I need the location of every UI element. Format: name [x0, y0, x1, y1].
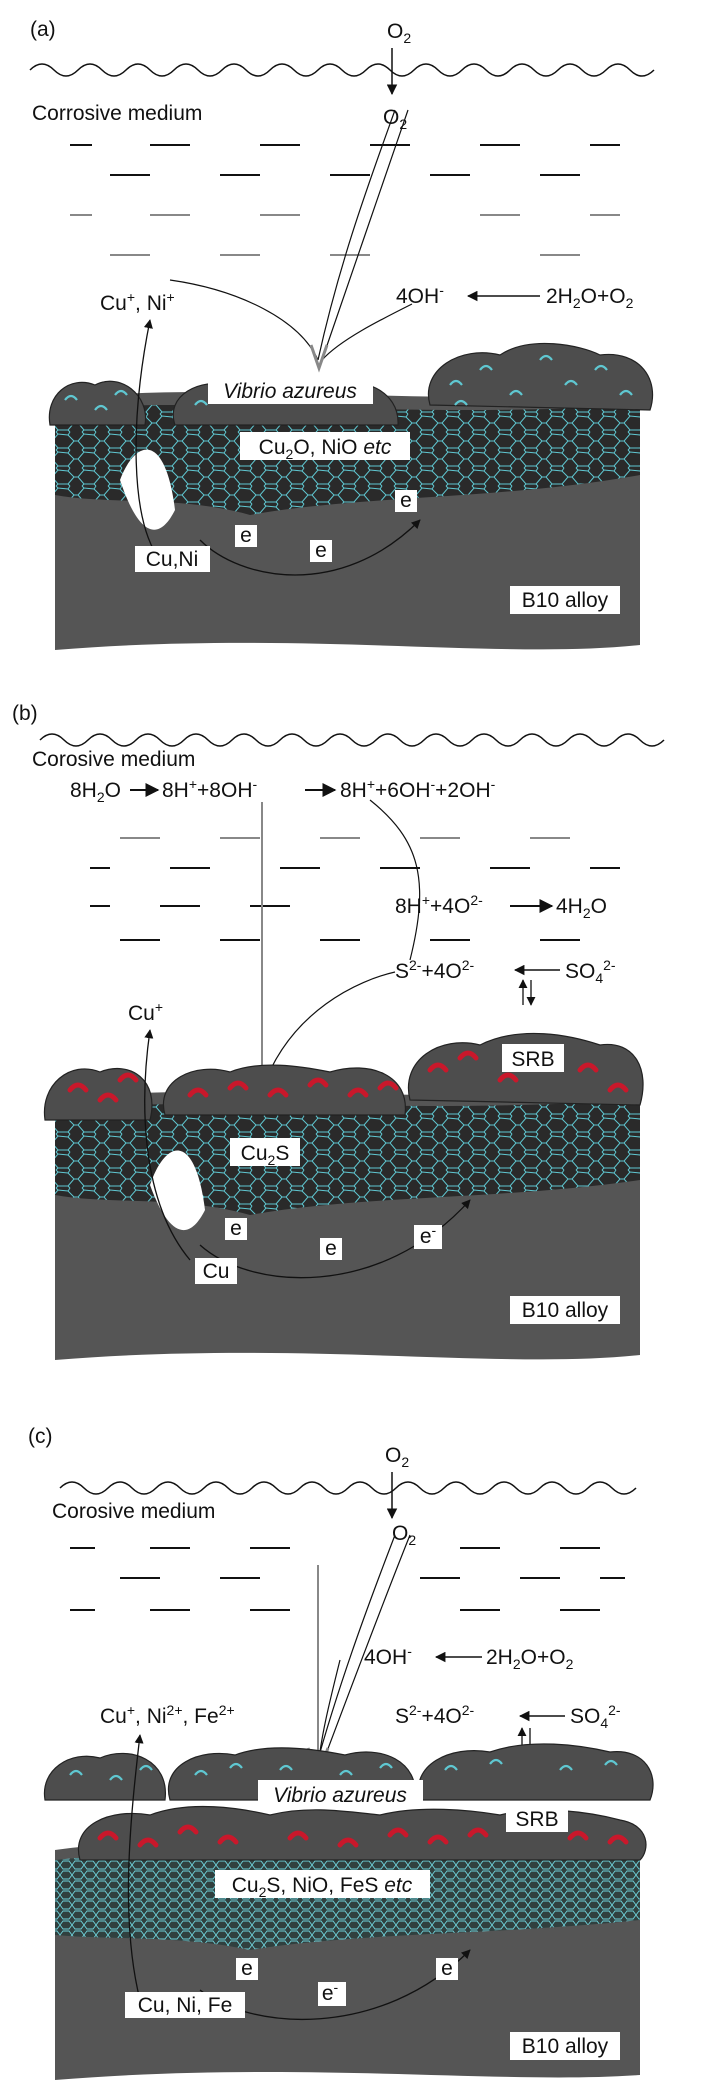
panel-a-ion-arrow — [135, 319, 161, 561]
panel-a-bacterium: Vibrio azureus — [223, 380, 357, 403]
panel-a-o2-curve-1 — [317, 109, 396, 361]
panel-a-e2: e — [315, 539, 327, 562]
panel-a: (a) Corrosive medium O2 O2 4OH- 2H2O+O2 … — [29, 18, 655, 650]
panel-c-metal-ions: Cu+, Ni2+, Fe2+ — [100, 1702, 235, 1728]
panel-b-eq2-left: 8H++4O2- — [395, 892, 483, 918]
panel-a-down-arrow — [309, 344, 329, 373]
panel-a-cathodic-reactant: 2H2O+O2 — [546, 285, 634, 311]
panel-c-o2-mid: O2 — [392, 1522, 416, 1548]
panel-c-label: (c) — [28, 1425, 53, 1448]
panel-c-medium-label: Corosive medium — [52, 1500, 215, 1523]
panel-c-product-layer — [55, 1850, 640, 1950]
panel-b-e1: e — [230, 1217, 242, 1240]
panel-b-label: (b) — [12, 702, 38, 725]
panel-a-bacterium-box — [208, 376, 373, 404]
panel-b-e2: e — [325, 1237, 337, 1260]
panel-a-medium-label: Corrosive medium — [32, 102, 202, 125]
panel-b-alloy-label: B10 alloy — [522, 1299, 609, 1322]
panel-c-bacterium-1-box — [258, 1780, 423, 1808]
panel-a-medium-surface — [29, 63, 655, 77]
panel-a-oxide-label: Cu2O, NiO etc — [259, 436, 392, 462]
panel-c-bacteria-red — [97, 1824, 629, 1848]
panel-b-ion-arrow — [144, 1029, 191, 1261]
panel-b-srb-box — [502, 1044, 564, 1072]
panel-c-e3: e — [441, 1957, 453, 1980]
panel-c-e1: e — [241, 1957, 253, 1980]
panel-c-bacterium-1: Vibrio azureus — [273, 1784, 407, 1807]
panel-a-metal-ions: Cu+, Ni+ — [100, 289, 175, 315]
panel-b-oh-curve — [369, 799, 421, 961]
panel-c-o2-curve-1 — [314, 1534, 396, 1771]
panel-b-metal-ion: Cu+ — [128, 999, 163, 1025]
panel-c-cathodic-reactant: 2H2O+O2 — [486, 1646, 574, 1672]
panel-c-water-dashes — [70, 1547, 625, 1611]
panel-a-o2-curve-2 — [321, 109, 409, 361]
panel-c-o2-curve-2 — [319, 1534, 411, 1771]
panel-b-bacterium: SRB — [511, 1048, 554, 1071]
panel-a-alloy-label: B10 alloy — [522, 589, 609, 612]
panel-b-sulfide-product: S2-+4O2- — [395, 957, 475, 983]
panel-c-bacteria-cyan — [69, 1758, 618, 1781]
panel-c-sulfide-product: S2-+4O2- — [395, 1702, 475, 1728]
panel-b-product-layer — [55, 1100, 640, 1215]
panel-c-cathodic-product: 4OH- — [364, 1643, 412, 1669]
panel-b-medium-surface — [39, 733, 665, 747]
panel-a-flow-curve — [169, 279, 319, 361]
panel-a-oxide-box — [240, 432, 410, 460]
panel-b-eq1-left: 8H2O — [70, 779, 121, 805]
panel-a-metals: Cu,Ni — [146, 548, 199, 571]
panel-c-bacterium-2-box — [506, 1804, 568, 1832]
panel-a-o2-top: O2 — [387, 20, 411, 46]
panel-b-eq1-mid: 8H++8OH- — [162, 776, 258, 802]
panel-b-pit — [150, 1150, 205, 1231]
panel-c-metals: Cu, Ni, Fe — [138, 1994, 233, 2017]
panel-b-product: Cu2S — [241, 1142, 290, 1168]
panel-c-bacterium-2: SRB — [515, 1808, 558, 1831]
panel-a-oh-curve — [321, 303, 413, 361]
panel-c-medium-surface — [59, 1481, 637, 1495]
panel-a-pit — [120, 449, 175, 530]
panel-b-eq2-right: 4H2O — [556, 895, 607, 921]
panel-a-label: (a) — [30, 18, 56, 41]
panel-c-product-layer-label: Cu2S, NiO, FeS etc — [232, 1874, 413, 1900]
panel-a-o2-mid: O2 — [383, 106, 407, 132]
panel-b-sulfide-curve — [261, 971, 396, 1091]
panel-c-alloy-label: B10 alloy — [522, 2035, 609, 2058]
panel-a-e1: e — [240, 524, 252, 547]
panel-b-metal: Cu — [203, 1260, 230, 1283]
panel-b-sulfate: SO42- — [565, 957, 616, 986]
panel-a-cathodic-product: 4OH- — [396, 282, 444, 308]
panel-b-water-dashes — [90, 837, 620, 941]
panel-c-ion-arrow — [127, 1734, 144, 2001]
panel-a-e3: e — [400, 489, 412, 512]
panel-a-water-dashes — [70, 144, 620, 256]
panel-b-product-box — [230, 1138, 300, 1166]
panel-b-eq1-right: 8H++6OH-+2OH- — [340, 776, 496, 802]
panel-c-sulfate: SO42- — [570, 1702, 621, 1731]
panel-b-medium-label: Corosive medium — [32, 748, 195, 771]
panel-c-product-box — [215, 1870, 430, 1898]
panel-b: (b) Corosive medium 8H2O 8H++8OH- 8H++6O… — [12, 702, 665, 1360]
panel-c: (c) Corosive medium O2 O2 4OH- 2H2O+O2 S… — [28, 1425, 654, 2080]
panel-c-o2-top: O2 — [385, 1444, 409, 1470]
panel-a-electron-path — [199, 519, 421, 576]
